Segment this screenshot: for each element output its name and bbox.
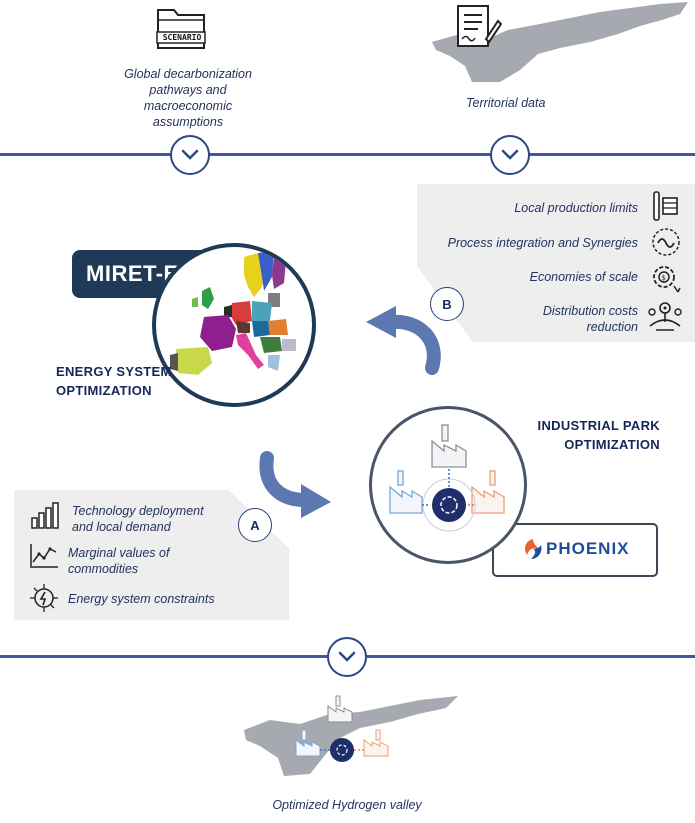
distribution-network-icon [646,300,684,339]
bar-chart-icon [28,500,60,535]
hydrogen-valley-caption: Optimized Hydrogen valley [272,798,422,812]
phoenix-logo-icon [521,537,545,566]
svg-text:$: $ [662,274,666,282]
panel-a-badge: A [238,508,272,542]
scenario-folder-icon: SCENARIO [152,4,210,52]
industrial-park-circle [369,406,527,564]
chevron-down-icon [170,135,210,175]
production-limits-icon [650,190,680,227]
chevron-down-icon [327,637,367,677]
industrial-park-title: INDUSTRIAL PARK OPTIMIZATION [537,418,660,452]
arrow-b-feedback [360,300,450,380]
hydrogen-valley-illustration [240,690,460,791]
scenario-icon-label: SCENARIO [162,33,202,42]
scenario-caption: Global decarbonization pathways and macr… [124,67,252,129]
phoenix-logo-text: PHOENIX [546,539,630,558]
line-chart-icon [28,542,60,575]
energy-system-title: ENERGY SYSTEM OPTIMIZATION [56,364,172,398]
panel-b-item-label: Process integration and Synergies [447,236,638,250]
top-divider [0,153,695,156]
synergies-panel [417,184,695,342]
chevron-down-icon [490,135,530,175]
panel-a-item-label: Energy system constraints [68,592,215,606]
panel-a-item-label: Technology deployment and local demand [72,504,204,534]
europe-map-circle [152,243,316,407]
territory-map-shape [430,0,690,85]
territorial-caption: Territorial data [466,96,546,110]
synergy-loop-icon [650,227,682,262]
panel-b-item-label: Distribution costs reduction [542,304,638,334]
gear-coin-icon: $ [650,262,682,299]
lightning-network-icon [28,582,60,619]
panel-b-item-label: Local production limits [514,201,638,215]
arrow-a-forward [255,450,335,530]
contract-document-icon [452,3,503,51]
panel-a-item-label: Marginal values of commodities [68,546,170,576]
phoenix-logo-box [492,523,658,577]
panel-b-item-label: Economies of scale [529,270,638,284]
panel-b-badge: B [430,287,464,321]
